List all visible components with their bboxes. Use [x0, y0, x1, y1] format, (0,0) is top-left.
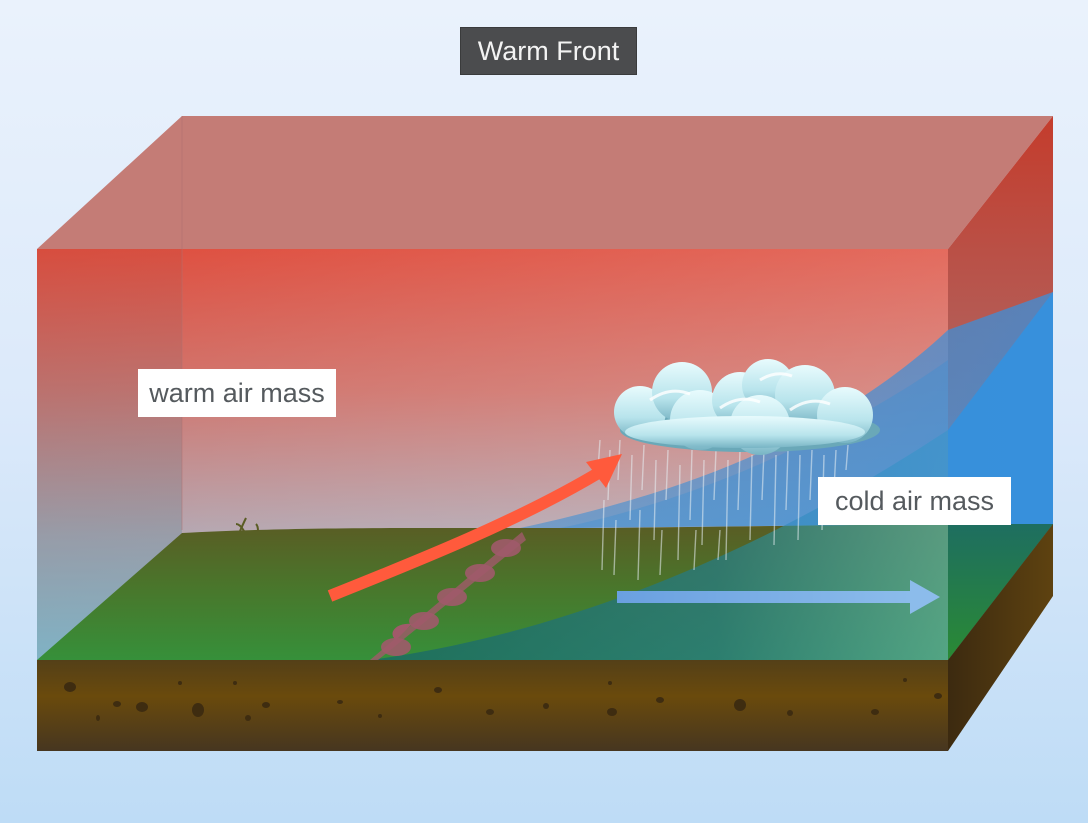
cold-air-arrow-icon [617, 580, 940, 614]
rain-icon [597, 439, 849, 581]
grass-tuft-icon [235, 517, 259, 532]
diagram-title: Warm Front [460, 27, 637, 75]
soil-side-face [948, 524, 1053, 751]
soil-layer [37, 660, 948, 751]
cold-air-mass [520, 292, 1053, 528]
rain-cloud-icon [614, 359, 880, 455]
cold-air-mass-label: cold air mass [818, 477, 1011, 525]
box-top-face [37, 116, 1053, 249]
soil-rocks [64, 678, 942, 721]
warm-front-symbol [370, 532, 526, 660]
warm-air-mass-label: warm air mass [138, 369, 336, 417]
warm-air-arrow-icon [327, 454, 622, 602]
